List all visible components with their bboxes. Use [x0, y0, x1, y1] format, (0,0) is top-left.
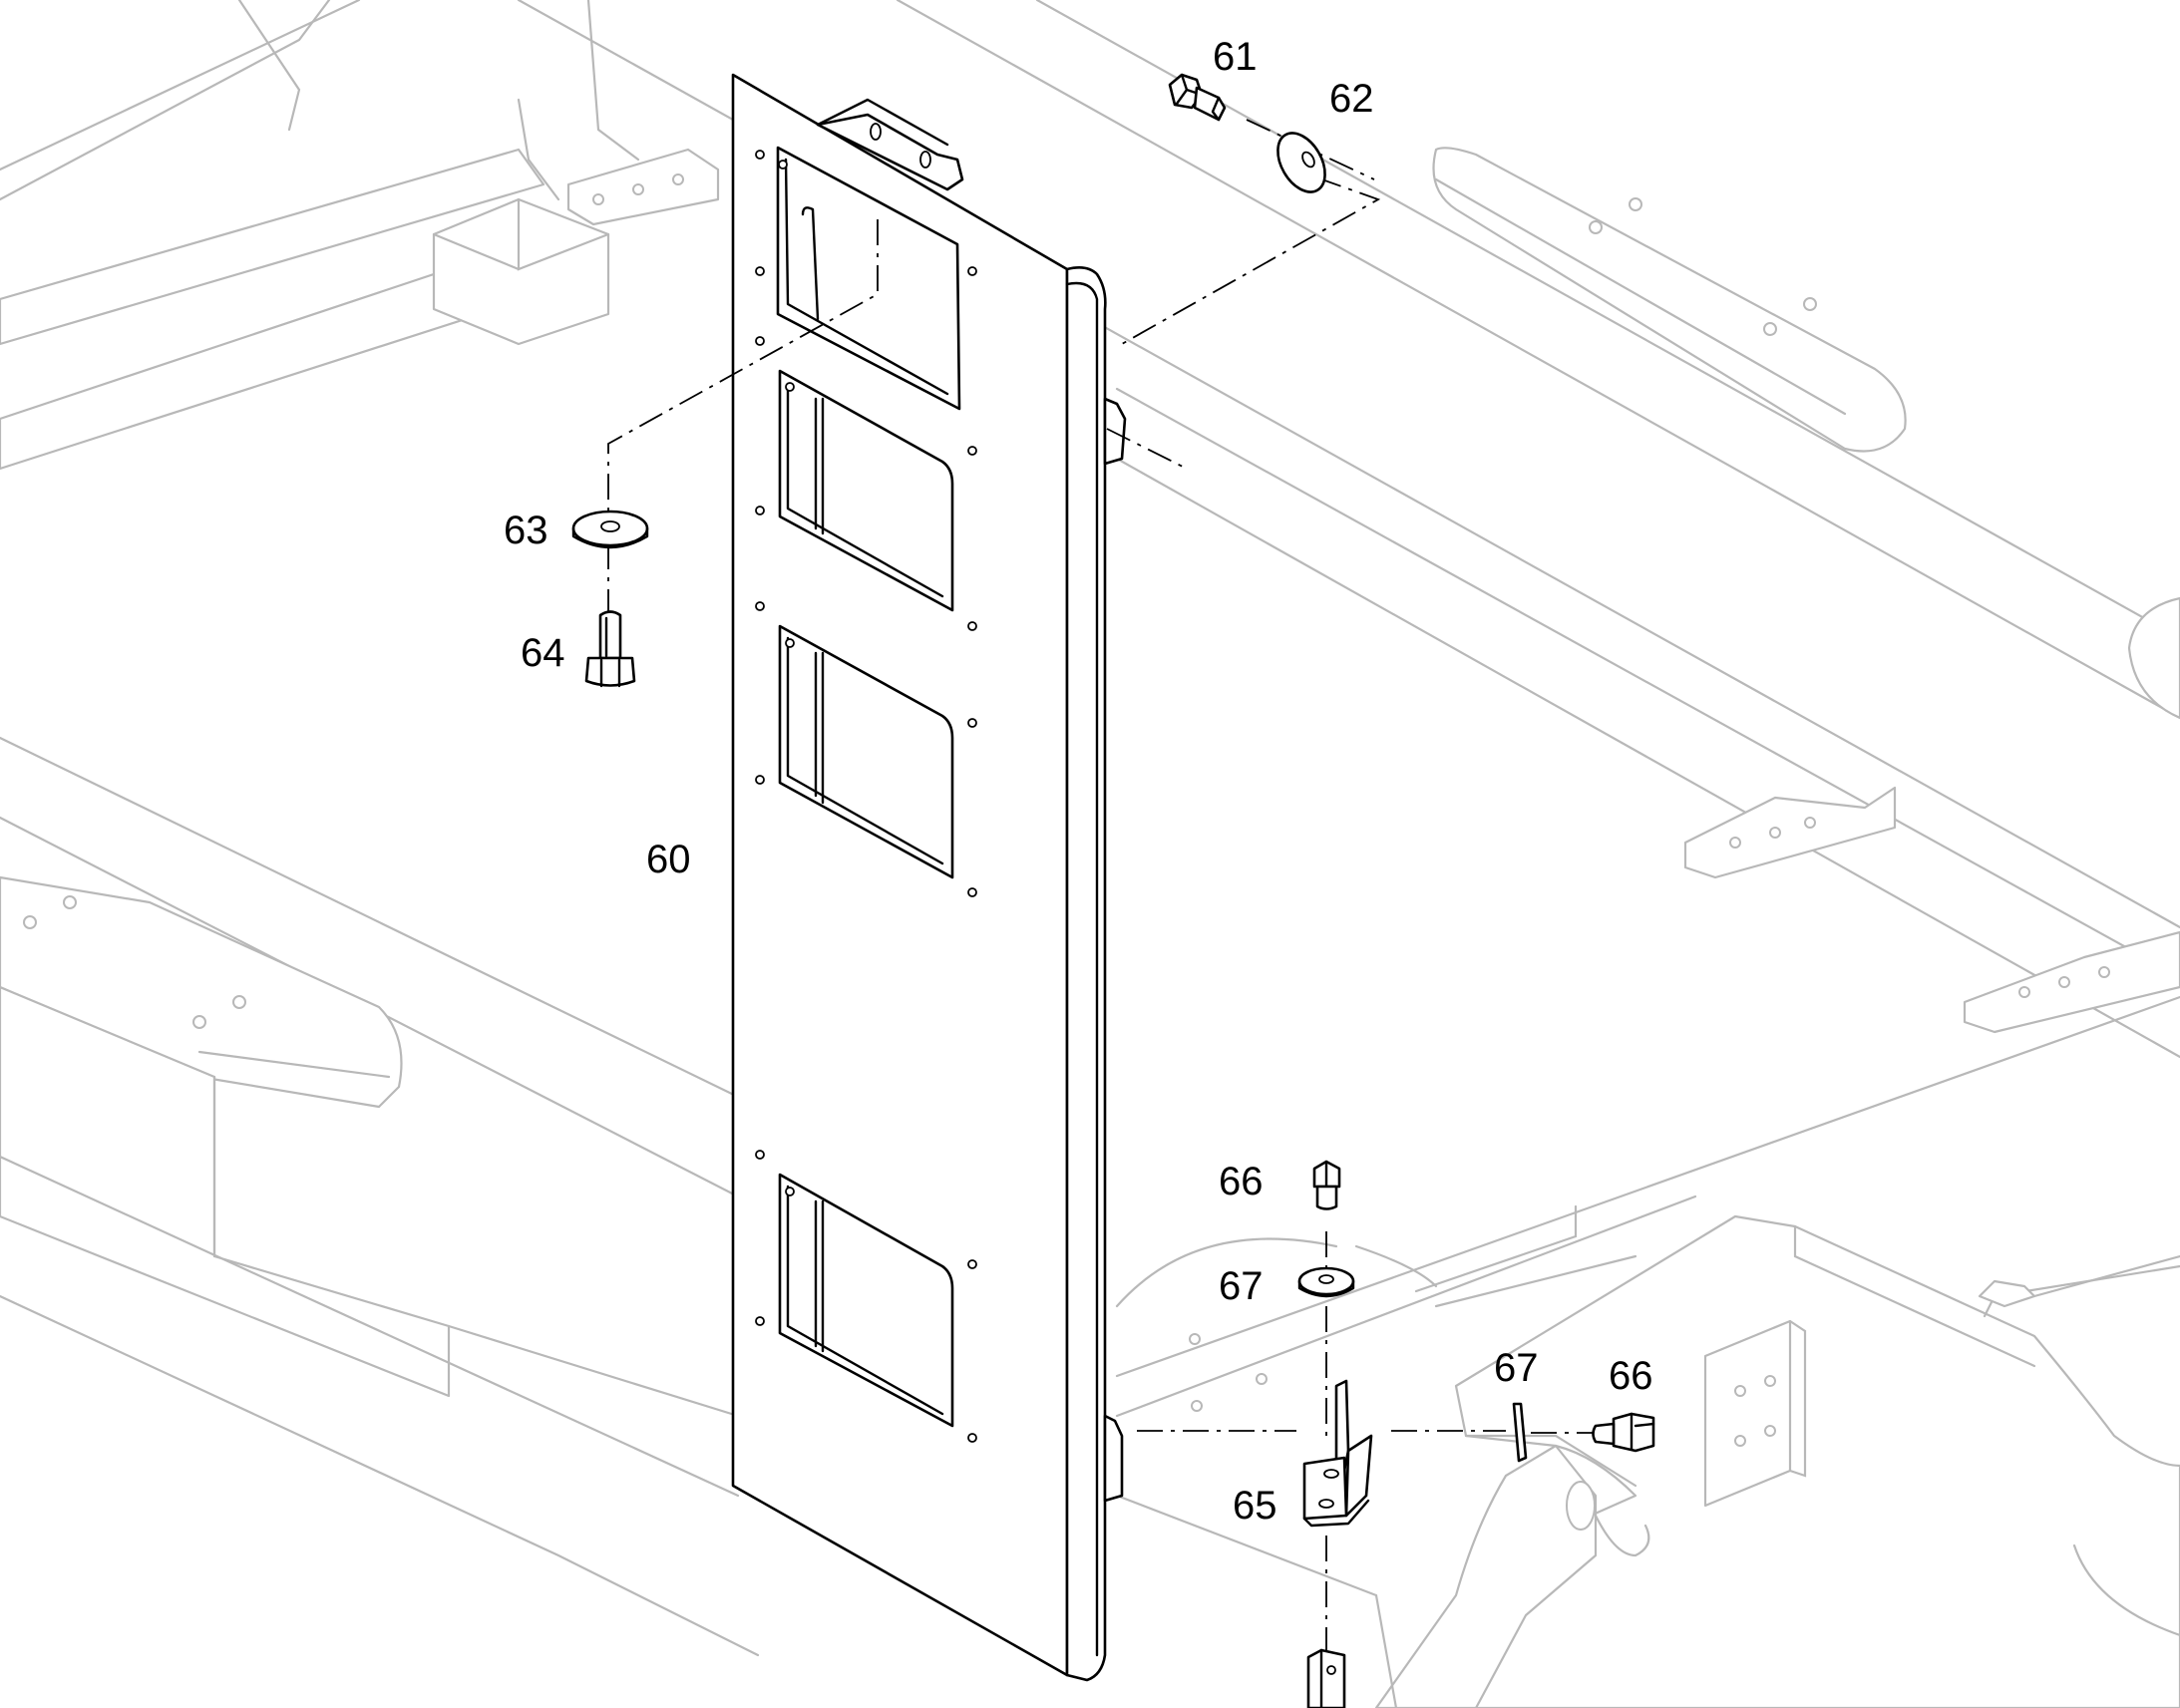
- bolt-part-61: [1168, 73, 1227, 122]
- washer-part-67-horizontal: [1512, 1402, 1528, 1463]
- panel-window-2: [778, 369, 954, 612]
- washer-part-63: [571, 510, 649, 549]
- lower-clip: [1306, 1648, 1346, 1708]
- callout-66-horizontal: 66: [1609, 1354, 1653, 1398]
- panel-mounting-holes: [755, 150, 977, 1443]
- panel-window-3: [778, 624, 954, 879]
- bracket-part-65: [1302, 1379, 1373, 1528]
- callout-65: 65: [1233, 1484, 1277, 1528]
- panel-window-1: [776, 146, 961, 411]
- callout-60: 60: [646, 838, 691, 881]
- callout-67-vertical: 67: [1219, 1264, 1264, 1308]
- washer-part-67-vertical: [1297, 1266, 1355, 1298]
- callout-63: 63: [504, 509, 548, 552]
- panel-window-4: [778, 1173, 954, 1428]
- callout-67-horizontal: 67: [1494, 1346, 1539, 1390]
- bolt-part-66-vertical: [1312, 1160, 1341, 1210]
- panel-part-60: [731, 73, 1127, 1682]
- callout-64: 64: [521, 631, 565, 675]
- bolt-part-66-horizontal: [1592, 1412, 1655, 1453]
- callout-labels: 60 61 62 63 64 65 66 67 67 66: [504, 35, 1653, 1528]
- callout-66-vertical: 66: [1219, 1160, 1264, 1203]
- callout-62: 62: [1329, 77, 1374, 121]
- center-lines: [607, 119, 1608, 1655]
- washer-part-62: [1276, 132, 1326, 193]
- callout-61: 61: [1213, 35, 1258, 79]
- bolt-part-64: [584, 610, 636, 688]
